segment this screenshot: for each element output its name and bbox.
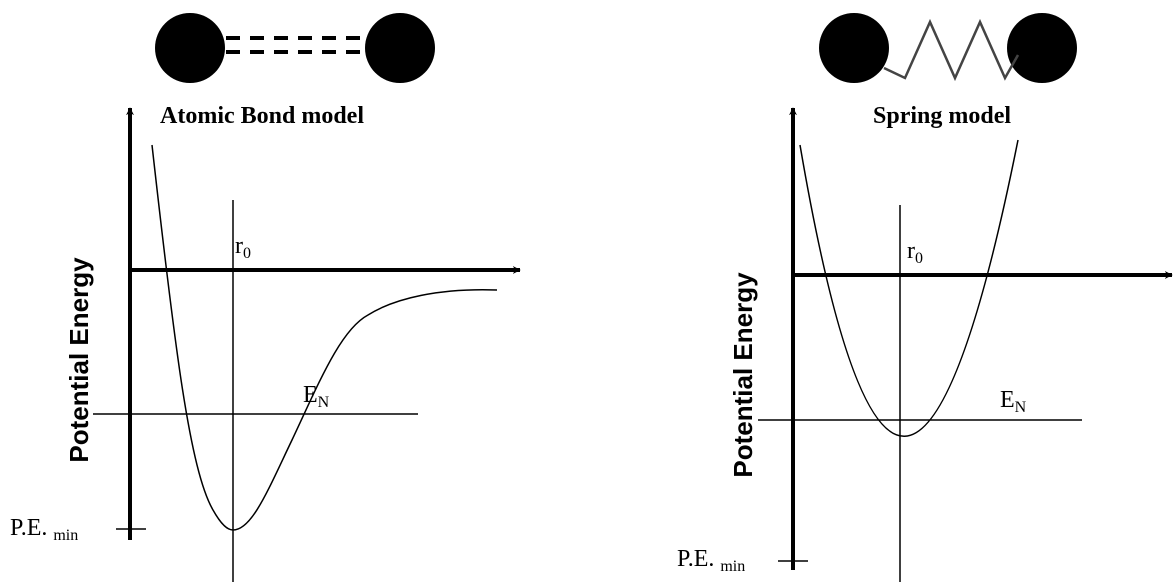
atomic-bond-title: Atomic Bond model	[160, 103, 364, 129]
y-axis-label: Potential Energy	[64, 257, 94, 463]
pe-min-label: P.E.min	[677, 546, 745, 575]
r0-label: r0	[907, 238, 923, 267]
spring-title: Spring model	[873, 103, 1011, 129]
spring-molecule	[819, 13, 1077, 83]
en-label: EN	[303, 382, 330, 411]
y-axis-label: Potential Energy	[728, 272, 758, 478]
atomic-bond-panel: Atomic Bond model Potential Energy r0 EN…	[10, 13, 521, 582]
pe-min-label: P.E.min	[10, 515, 78, 544]
r0-label: r0	[235, 233, 251, 262]
atom-left	[155, 13, 225, 83]
atom-right	[365, 13, 435, 83]
spring-panel: Spring model Potential Energy r0 EN P.E.…	[677, 13, 1173, 582]
lennard-jones-curve	[151, 144, 498, 531]
atomic-bond-molecule	[155, 13, 435, 83]
parabolic-curve	[799, 139, 1019, 437]
en-label: EN	[1000, 387, 1027, 416]
spring-coil	[883, 18, 1020, 82]
atom-left	[819, 13, 889, 83]
atom-right	[1007, 13, 1077, 83]
dashed-bond	[226, 36, 370, 54]
